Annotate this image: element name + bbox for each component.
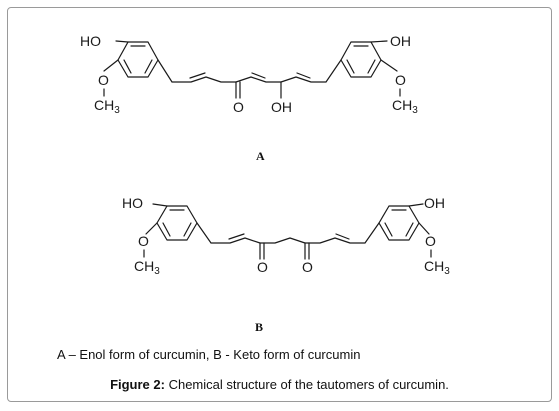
right-methoxy-bond <box>380 59 398 72</box>
enol-chain <box>157 59 342 99</box>
enol-hydroxyl-label: OH <box>271 99 292 115</box>
figure-number: Figure 2: <box>110 377 165 392</box>
right-methyl-label: CH3 <box>392 97 418 116</box>
left-ether-oxygen-label: O <box>138 233 149 249</box>
left-benzene-ring <box>156 205 198 241</box>
right-hydroxyl-label: OH <box>424 195 445 211</box>
left-methyl-label: CH3 <box>134 258 160 277</box>
right-ether-oxygen-label: O <box>425 233 436 249</box>
keto-oxygen-label: O <box>233 99 244 115</box>
right-hydroxyl-bond <box>408 203 424 207</box>
left-hydroxyl-label: HO <box>80 33 101 49</box>
keto-oxygen-label-1: O <box>257 259 268 275</box>
figure-frame <box>7 7 552 402</box>
right-methyl-label: CH3 <box>424 258 450 277</box>
structure-b-label: B <box>255 320 263 334</box>
right-benzene-ring <box>340 41 382 78</box>
structure-b: HO O CH3 O O OH O CH3 B <box>122 195 450 334</box>
left-hydroxyl-label: HO <box>122 195 143 211</box>
structure-a: HO O CH3 O OH OH O CH3 A <box>80 33 418 163</box>
left-hydroxyl-bond <box>152 203 168 207</box>
keto-oxygen-label-2: O <box>302 259 313 275</box>
left-methoxy-bond <box>103 59 119 72</box>
left-hydroxyl-bond <box>115 40 129 43</box>
left-benzene-ring <box>117 41 159 78</box>
structure-a-label: A <box>256 149 265 163</box>
figure-caption: Figure 2: Chemical structure of the taut… <box>0 377 559 392</box>
right-methoxy-bond <box>418 222 430 235</box>
left-ether-oxygen-label: O <box>98 72 109 88</box>
right-hydroxyl-bond <box>370 40 388 43</box>
left-methoxy-bond <box>145 222 158 235</box>
figure-caption-text: Chemical structure of the tautomers of c… <box>164 377 449 392</box>
keto-chain <box>196 222 380 260</box>
legend-text: A – Enol form of curcumin, B - Keto form… <box>57 347 361 362</box>
right-ether-oxygen-label: O <box>395 72 406 88</box>
right-hydroxyl-label: OH <box>390 33 411 49</box>
left-methyl-label: CH3 <box>94 97 120 116</box>
right-benzene-ring <box>378 205 420 241</box>
